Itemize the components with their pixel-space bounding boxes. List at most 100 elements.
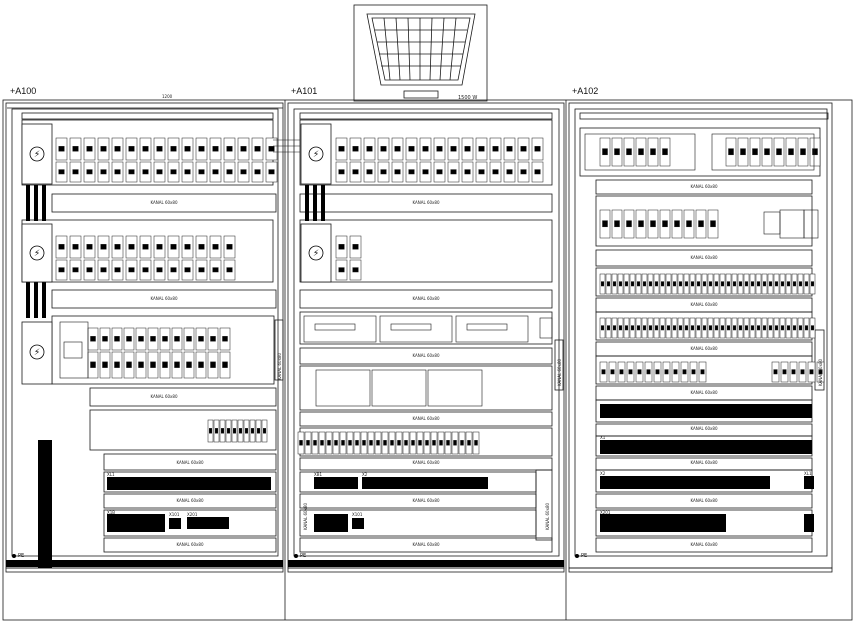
breaker-toggle	[198, 361, 204, 368]
breaker-toggle	[222, 336, 228, 342]
outer-frame	[2, 99, 853, 621]
breaker-toggle	[233, 428, 236, 434]
duct-label: KANAL 60x80	[150, 200, 178, 205]
cabinet-label-a101: +A101	[291, 86, 318, 96]
duct-label: KANAL 60x80	[412, 416, 440, 421]
breaker-toggle	[446, 440, 450, 446]
breaker-toggle	[698, 220, 704, 228]
breaker-toggle	[184, 244, 191, 250]
breaker-toggle	[626, 220, 632, 228]
duct-label: KANAL 60x80	[412, 200, 440, 205]
breaker-toggle	[685, 325, 688, 331]
breaker-toggle	[728, 148, 734, 156]
breaker-toggle	[100, 244, 107, 250]
breaker-toggle	[186, 361, 192, 368]
breaker-toggle	[752, 148, 758, 156]
breaker-toggle	[809, 369, 814, 375]
duct-label: KANAL 60x80	[690, 255, 718, 260]
duct-label: KANAL 60x80	[412, 498, 440, 503]
breaker-toggle	[170, 267, 177, 273]
breaker-toggle	[818, 369, 823, 375]
breaker-toggle	[156, 169, 163, 175]
breaker-toggle	[643, 281, 646, 287]
breaker-toggle	[757, 325, 760, 331]
breaker-toggle	[661, 281, 664, 287]
breaker-toggle	[439, 440, 443, 446]
breaker-toggle	[691, 369, 696, 375]
breaker-toggle	[156, 267, 163, 273]
breaker-toggle	[327, 440, 331, 446]
breaker-toggle	[534, 169, 541, 175]
duct-label: KANAL 60x80	[412, 542, 440, 547]
breaker-toggle	[383, 440, 387, 446]
breaker-toggle	[607, 325, 610, 331]
duct-label: KANAL 60x80	[176, 542, 204, 547]
breaker-toggle	[520, 146, 527, 152]
breaker-toggle	[812, 148, 818, 156]
breaker-toggle	[142, 267, 149, 273]
duct-label: KANAL 60x80	[412, 460, 440, 465]
breaker-toggle	[697, 325, 700, 331]
breaker-toggle	[700, 369, 705, 375]
breaker-toggle	[650, 220, 656, 228]
breaker-toggle	[174, 361, 180, 368]
breaker-toggle	[811, 325, 814, 331]
breaker-toggle	[422, 146, 429, 152]
breaker-toggle	[773, 369, 778, 375]
breaker-toggle	[114, 267, 121, 273]
breaker-toggle	[408, 169, 415, 175]
duct-label: KANAL 60x80	[412, 296, 440, 301]
breaker-toggle	[100, 169, 107, 175]
breaker-toggle	[432, 440, 436, 446]
breaker-toggle	[212, 244, 219, 250]
breaker-toggle	[338, 169, 345, 175]
pe-label-a102: PE	[581, 553, 588, 559]
breaker-toggle	[355, 440, 359, 446]
duct-label: KANAL 60x80	[690, 498, 718, 503]
breaker-toggle	[418, 440, 422, 446]
breaker-toggle	[745, 281, 748, 287]
breaker-toggle	[450, 169, 457, 175]
breaker-toggle	[534, 146, 541, 152]
breaker-toggle	[674, 220, 680, 228]
breaker-toggle	[126, 361, 132, 368]
base-bars	[6, 560, 564, 567]
breaker-toggle	[781, 281, 784, 287]
breaker-toggle	[805, 325, 808, 331]
breaker-toggle	[626, 148, 632, 156]
breaker-toggle	[313, 440, 317, 446]
breaker-toggle	[170, 146, 177, 152]
breaker-toggle	[757, 281, 760, 287]
breaker-toggle	[90, 336, 96, 342]
breaker-toggle	[715, 281, 718, 287]
breaker-toggle	[650, 148, 656, 156]
breaker-toggle	[655, 325, 658, 331]
duct-label: KANAL 60x80	[150, 296, 178, 301]
breaker-toggle	[162, 361, 168, 368]
breaker-toggle	[222, 361, 228, 368]
terminal-label: X2	[600, 471, 606, 476]
svg-text:⚡: ⚡	[313, 249, 319, 259]
breaker-toggle	[613, 325, 616, 331]
breaker-toggle	[800, 148, 806, 156]
breaker-toggle	[306, 440, 310, 446]
breaker-toggle	[215, 428, 218, 434]
breaker-toggle	[601, 369, 606, 375]
breaker-toggle	[667, 281, 670, 287]
breaker-toggle	[408, 146, 415, 152]
breaker-toggle	[299, 440, 303, 446]
breaker-toggle	[334, 440, 338, 446]
vertical-cable-bundles	[26, 185, 325, 568]
svg-text:⚡: ⚡	[34, 348, 40, 358]
breaker-toggle	[467, 440, 471, 446]
breaker-toggle	[478, 169, 485, 175]
duct-label: KANAL 60x80	[690, 390, 718, 395]
duct-label: KANAL 60x80	[176, 498, 204, 503]
breaker-toggle	[799, 325, 802, 331]
breaker-toggle	[257, 428, 260, 434]
breaker-toggle	[673, 281, 676, 287]
breaker-toggle	[114, 361, 120, 368]
breaker-toggle	[787, 325, 790, 331]
breaker-toggle	[662, 220, 668, 228]
breaker-toggle	[338, 244, 345, 250]
